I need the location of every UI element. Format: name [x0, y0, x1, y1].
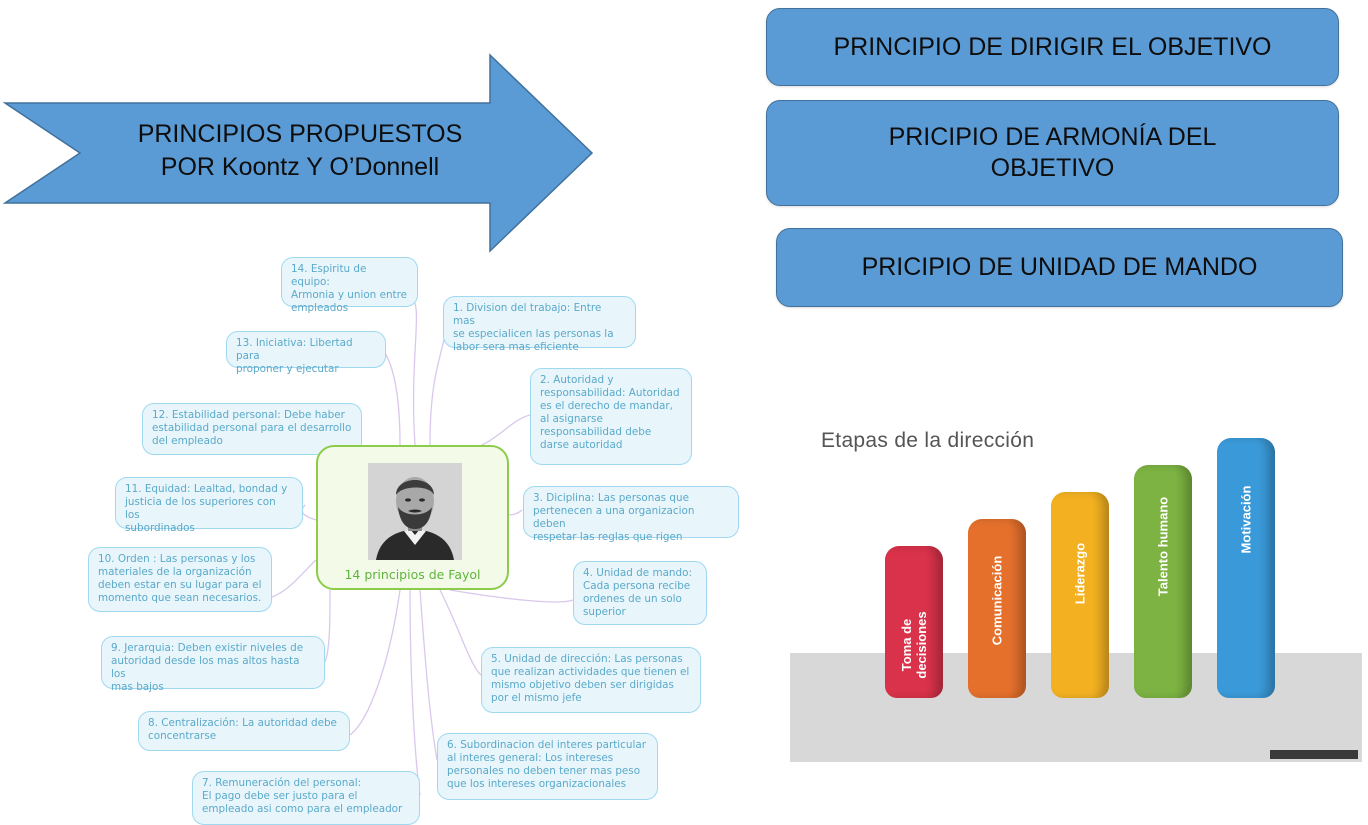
- principle-box-label: PRICIPIO DE UNIDAD DE MANDO: [861, 253, 1258, 281]
- fayol-node-1-division-trabajo: 1. Division del trabajo: Entre mas se es…: [443, 296, 636, 353]
- fayol-node-9-jerarquia: 9. Jerarquia: Deben existir niveles de a…: [101, 636, 325, 693]
- center-node-label: 14 principios de Fayol: [344, 567, 481, 582]
- etapa-bar-5: [1217, 438, 1275, 698]
- fayol-node-12-estabilidad: 12. Estabilidad personal: Debe haber est…: [142, 403, 362, 455]
- etapa-bar-label-5: Motivación: [1238, 485, 1254, 554]
- etapa-bar-4: [1134, 465, 1192, 698]
- fayol-node-13-iniciativa: 13. Iniciativa: Libertad para proponer y…: [226, 331, 386, 375]
- etapa-bar-label-1: Toma de decisiones: [899, 611, 929, 679]
- etapa-bar-label-3: Liderazgo: [1072, 542, 1088, 605]
- fayol-node-3-diciplina: 3. Diciplina: Las personas que pertenece…: [523, 486, 739, 543]
- fayol-node-6-subordinacion: 6. Subordinacion del interes particular …: [437, 733, 658, 800]
- etapa-bar-2: [968, 519, 1026, 698]
- principle-box-armonia-objetivo: PRICIPIO DE ARMONÍA DEL OBJETIVO: [766, 100, 1339, 206]
- fayol-node-5-unidad-direccion: 5. Unidad de dirección: Las personas que…: [481, 647, 701, 713]
- etapa-bar-3: [1051, 492, 1109, 698]
- etapas-title: Etapas de la dirección: [821, 429, 1035, 452]
- etapa-bar-1: [885, 546, 943, 698]
- arrow-text-line1: PRINCIPIOS PROPUESTOS: [137, 120, 463, 148]
- fayol-node-11-equidad: 11. Equidad: Lealtad, bondad y justicia …: [115, 477, 303, 534]
- fayol-portrait-image: [368, 463, 462, 560]
- fayol-node-10-orden: 10. Orden : Las personas y los materiale…: [88, 547, 272, 612]
- fayol-node-14-espiritu-equipo: 14. Espiritu de equipo: Armonia y union …: [281, 257, 418, 314]
- arrow-text: PRINCIPIOS PROPUESTOS POR Koontz Y O’Don…: [80, 118, 520, 184]
- etapas-infographic: Etapas de la dirección Toma de decisione…: [790, 405, 1362, 762]
- fayol-node-8-centralizacion: 8. Centralización: La autoridad debe con…: [138, 711, 350, 751]
- fayol-node-2-autoridad: 2. Autoridad y responsabilidad: Autorida…: [530, 368, 692, 465]
- principle-box-label: PRINCIPIO DE DIRIGIR EL OBJETIVO: [833, 32, 1272, 61]
- principle-box-unidad-mando: PRICIPIO DE UNIDAD DE MANDO: [776, 228, 1343, 307]
- etapas-footnote-strip: [1270, 750, 1358, 759]
- fayol-node-7-remuneracion: 7. Remuneración del personal: El pago de…: [192, 771, 420, 825]
- etapa-bar-label-4: Talento humano: [1155, 496, 1171, 597]
- etapa-bar-label-2: Comunicación: [989, 555, 1005, 646]
- principles-arrow: [2, 53, 594, 253]
- principle-box-label: PRICIPIO DE ARMONÍA DEL OBJETIVO: [888, 123, 1217, 182]
- fayol-center-node: 14 principios de Fayol: [316, 445, 509, 590]
- arrow-text-line2: POR Koontz Y O’Donnell: [160, 153, 440, 181]
- principle-box-dirigir-objetivo: PRINCIPIO DE DIRIGIR EL OBJETIVO: [766, 8, 1339, 86]
- fayol-node-4-unidad-mando: 4. Unidad de mando: Cada persona recibe …: [573, 561, 707, 625]
